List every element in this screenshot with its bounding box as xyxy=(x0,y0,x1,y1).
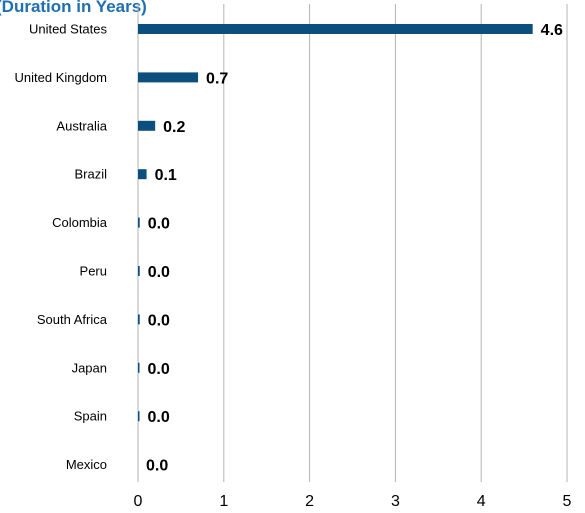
category-label: South Africa xyxy=(37,312,108,327)
category-label: Japan xyxy=(72,360,107,375)
value-label: 0.7 xyxy=(206,70,228,87)
category-label: Australia xyxy=(56,118,107,133)
x-tick-label: 2 xyxy=(305,493,314,510)
x-tick-label: 5 xyxy=(563,493,572,510)
value-label: 0.0 xyxy=(148,312,170,329)
bars xyxy=(138,24,533,422)
value-label: 0.0 xyxy=(148,264,170,281)
category-label: Peru xyxy=(80,264,107,279)
category-label: United Kingdom xyxy=(15,70,108,85)
bar xyxy=(138,266,140,276)
gridlines xyxy=(137,4,568,482)
bar xyxy=(138,411,140,422)
value-labels: 4.6 0.7 0.2 0.1 0.0 0.0 0.0 0.0 0.0 0.0 xyxy=(146,22,563,475)
value-label: 0.0 xyxy=(148,216,170,233)
x-axis-ticks: 0 1 2 3 4 5 xyxy=(134,493,572,510)
x-tick-label: 4 xyxy=(477,493,486,510)
category-label: Colombia xyxy=(52,215,108,230)
bar xyxy=(138,314,140,325)
bar xyxy=(138,72,199,83)
bar xyxy=(138,362,140,373)
x-tick-label: 3 xyxy=(391,493,400,510)
category-label: Spain xyxy=(74,409,107,424)
category-label: United States xyxy=(29,22,108,37)
chart-title: (Duration in Years) xyxy=(0,0,147,16)
x-tick-label: 1 xyxy=(219,493,228,510)
bar xyxy=(138,169,147,180)
x-tick-label: 0 xyxy=(134,493,143,510)
value-label: 0.2 xyxy=(163,119,185,136)
bar xyxy=(138,120,156,131)
bar xyxy=(138,24,533,34)
value-label: 0.0 xyxy=(148,409,170,426)
bar xyxy=(138,217,140,228)
value-label: 4.6 xyxy=(541,22,563,39)
category-label: Brazil xyxy=(74,167,107,182)
value-label: 0.0 xyxy=(146,458,168,475)
value-label: 0.0 xyxy=(148,361,170,378)
category-label: Mexico xyxy=(66,457,107,472)
value-label: 0.1 xyxy=(155,167,177,184)
